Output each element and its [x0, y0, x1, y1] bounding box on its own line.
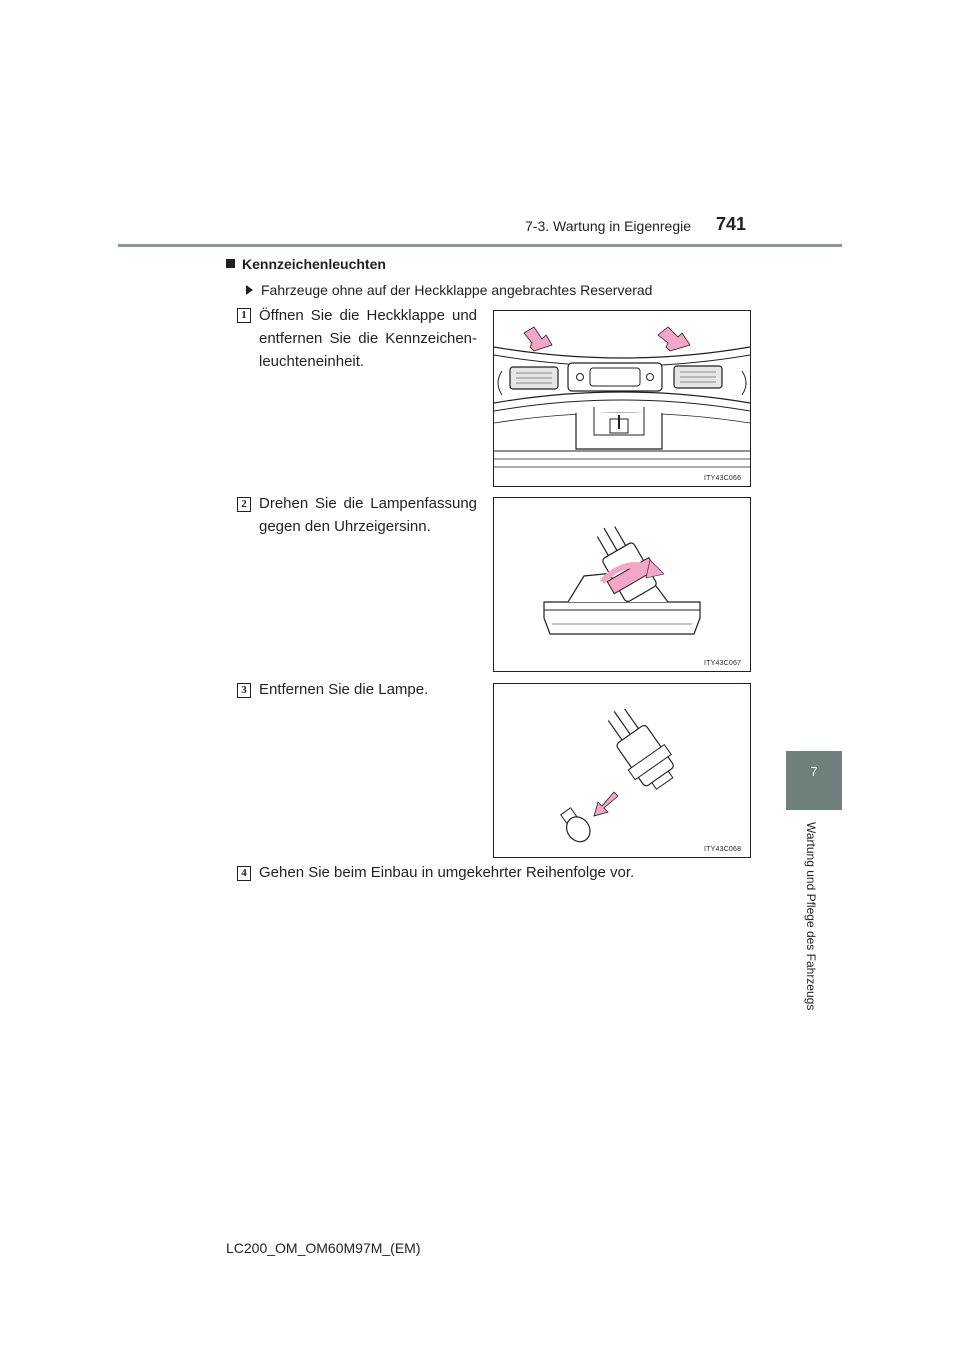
- socket-illustration: [543, 526, 701, 635]
- bulb-illustration: [560, 708, 674, 843]
- header-divider: [118, 244, 842, 247]
- step-number-3: 3: [237, 683, 251, 698]
- triangle-bullet-icon: [246, 285, 253, 295]
- chapter-title: Wartung und Pflege des Fahrzeugs: [804, 822, 818, 1011]
- document-code: LC200_OM_OM60M97M_(EM): [226, 1240, 421, 1256]
- tailgate-illustration: [493, 326, 751, 468]
- step-number-1: 1: [237, 308, 251, 323]
- figure-remove-bulb: ITY43C068: [493, 683, 751, 858]
- section-subtitle-text: Fahrzeuge ohne auf der Heckklappe angebr…: [261, 282, 653, 298]
- section-title: Kennzeichenleuchten: [226, 256, 386, 272]
- step-number-2: 2: [237, 497, 251, 512]
- figure-license-lamp-removal: ITY43C066: [493, 310, 751, 487]
- step-text-3: Entfernen Sie die Lampe.: [259, 681, 429, 698]
- figure-code: ITY43C068: [704, 846, 742, 853]
- chapter-number: 7: [810, 764, 818, 779]
- step-text-2: Drehen Sie die Lampenfassung gegen den U…: [259, 495, 477, 535]
- section-header: 7-3. Wartung in Eigenregie: [525, 218, 692, 234]
- figure-rotate-socket: ITY43C067: [493, 497, 751, 672]
- square-bullet-icon: [226, 259, 235, 268]
- section-subtitle: Fahrzeuge ohne auf der Heckklappe angebr…: [246, 282, 652, 298]
- step-text-1: Öffnen Sie die Heckklappe und entfernen …: [259, 307, 477, 370]
- step-text-4: Gehen Sie beim Einbau in umgekehrter Rei…: [259, 864, 635, 881]
- chapter-tab: [786, 751, 842, 810]
- page-number: 741: [716, 214, 747, 234]
- step-number-4: 4: [237, 866, 251, 881]
- figure-code: ITY43C066: [704, 475, 742, 482]
- section-title-text: Kennzeichenleuchten: [242, 256, 386, 272]
- figure-code: ITY43C067: [704, 660, 742, 667]
